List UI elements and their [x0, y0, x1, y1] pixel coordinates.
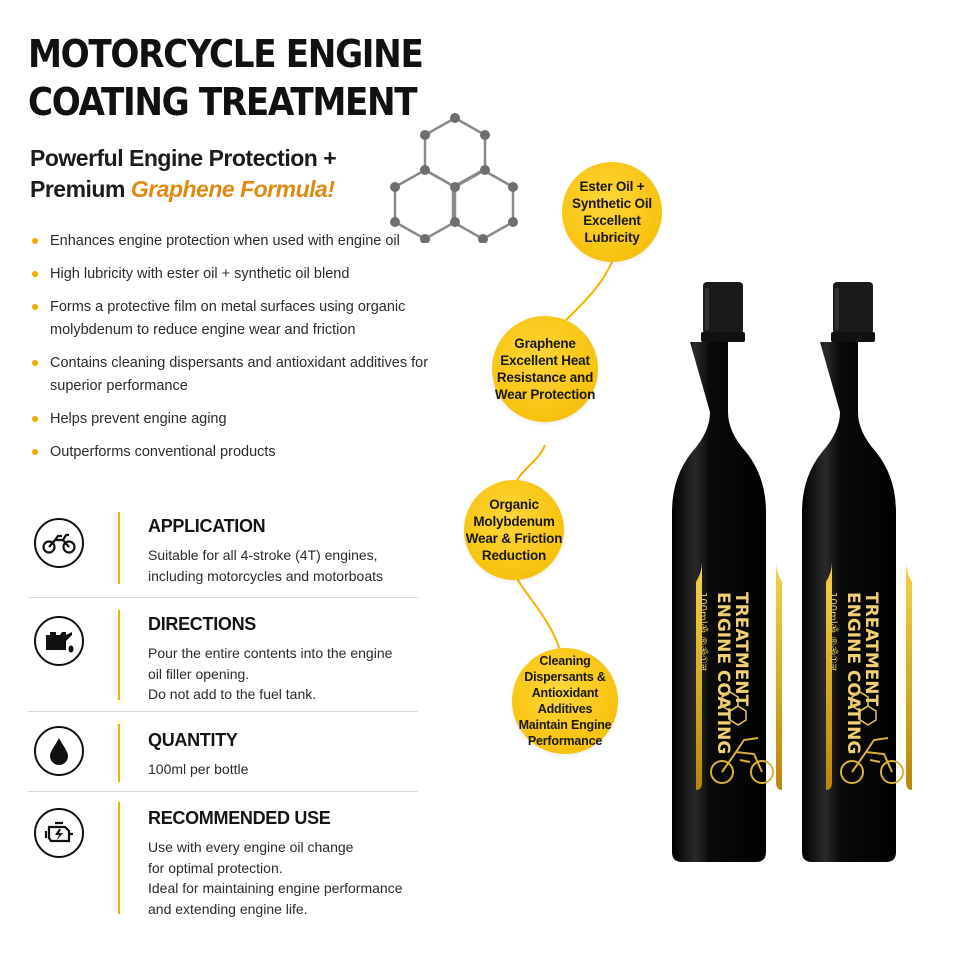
- divider: [28, 791, 418, 792]
- bullet-dot-icon: [32, 416, 38, 422]
- section-body: Use with every engine oil change for opt…: [148, 839, 403, 917]
- page-title: MOTORCYCLE ENGINE COATING TREATMENT: [28, 30, 424, 126]
- bullet-dot-icon: [32, 271, 38, 277]
- feature-bubble-cleaning: Cleaning Dispersants & Antioxidant Addit…: [512, 648, 618, 754]
- section-body: 100ml per bottle: [148, 761, 249, 777]
- section-divider-bar: [118, 724, 120, 782]
- section-heading: DIRECTIONS: [148, 614, 257, 634]
- bottle-label-title: ENGINE COATING: [713, 592, 733, 754]
- title-line-1: MOTORCYCLE ENGINE: [28, 32, 424, 76]
- quantity-section: QUANTITY 100ml per bottle: [28, 722, 418, 792]
- bullet-dot-icon: [32, 449, 38, 455]
- recommended-use-section: RECOMMENDED USE Use with every engine oi…: [28, 800, 418, 920]
- section-divider-bar: [118, 512, 120, 584]
- section-divider-bar: [118, 802, 120, 914]
- feature-bubble-graphene: Graphene Excellent Heat Resistance and W…: [492, 316, 598, 422]
- bullet-dot-icon: [32, 360, 38, 366]
- bottle-label-title-2: TREATMENT: [731, 592, 751, 706]
- molecule-hexagon-icon: [390, 113, 518, 243]
- bottle-label-title-2: TREATMENT: [861, 592, 881, 706]
- section-divider-bar: [118, 610, 120, 700]
- bottle-label-volume: 100mlॐ ®ॐ①ल: [827, 592, 839, 671]
- list-item: Forms a protective film on metal surface…: [30, 296, 430, 342]
- bullet-dot-icon: [32, 304, 38, 310]
- product-bottle-right: ENGINE COATING TREATMENT 100mlॐ ®ॐ①ल: [802, 282, 912, 862]
- application-section: APPLICATION Suitable for all 4-stroke (4…: [28, 508, 418, 598]
- section-body: Pour the entire contents into the engine…: [148, 645, 393, 702]
- feature-bubble-molybdenum: Organic Molybdenum Wear & Friction Reduc…: [464, 480, 564, 580]
- bullet-dot-icon: [32, 238, 38, 244]
- bottle-label-title: ENGINE COATING: [843, 592, 863, 754]
- list-item: Outperforms conventional products: [30, 441, 430, 464]
- motorcycle-icon: [34, 518, 84, 568]
- feature-bubble-ester-oil: Ester Oil + Synthetic Oil Excellent Lubr…: [562, 162, 662, 262]
- section-heading: APPLICATION: [148, 516, 266, 536]
- list-item: Enhances engine protection when used wit…: [30, 230, 430, 253]
- oil-drop-icon: [34, 726, 84, 776]
- bottle-label-volume: 100mlॐ ®ॐ①ल: [697, 592, 709, 671]
- subtitle-plain: Premium: [30, 176, 131, 202]
- list-item: Helps prevent engine aging: [30, 408, 430, 431]
- divider: [28, 597, 418, 598]
- list-item: Contains cleaning dispersants and antiox…: [30, 352, 430, 398]
- subtitle-accent: Graphene Formula!: [130, 176, 335, 202]
- subtitle: Powerful Engine Protection + Premium Gra…: [30, 143, 450, 205]
- directions-section: DIRECTIONS Pour the entire contents into…: [28, 606, 418, 712]
- oil-can-icon: [34, 616, 84, 666]
- section-heading: QUANTITY: [148, 730, 238, 750]
- feature-list: Enhances engine protection when used wit…: [30, 230, 430, 474]
- product-bottle-left: ENGINE COATING TREATMENT 100mlॐ ®ॐ①ल: [672, 282, 782, 862]
- section-body: Suitable for all 4-stroke (4T) engines, …: [148, 547, 384, 584]
- engine-icon: [34, 808, 84, 858]
- divider: [28, 711, 418, 712]
- section-heading: RECOMMENDED USE: [148, 808, 331, 828]
- subtitle-line-1: Powerful Engine Protection +: [30, 145, 337, 171]
- list-item: High lubricity with ester oil + syntheti…: [30, 263, 430, 286]
- subtitle-line-2: Premium Graphene Formula!: [30, 174, 450, 205]
- title-line-2: COATING TREATMENT: [28, 80, 418, 124]
